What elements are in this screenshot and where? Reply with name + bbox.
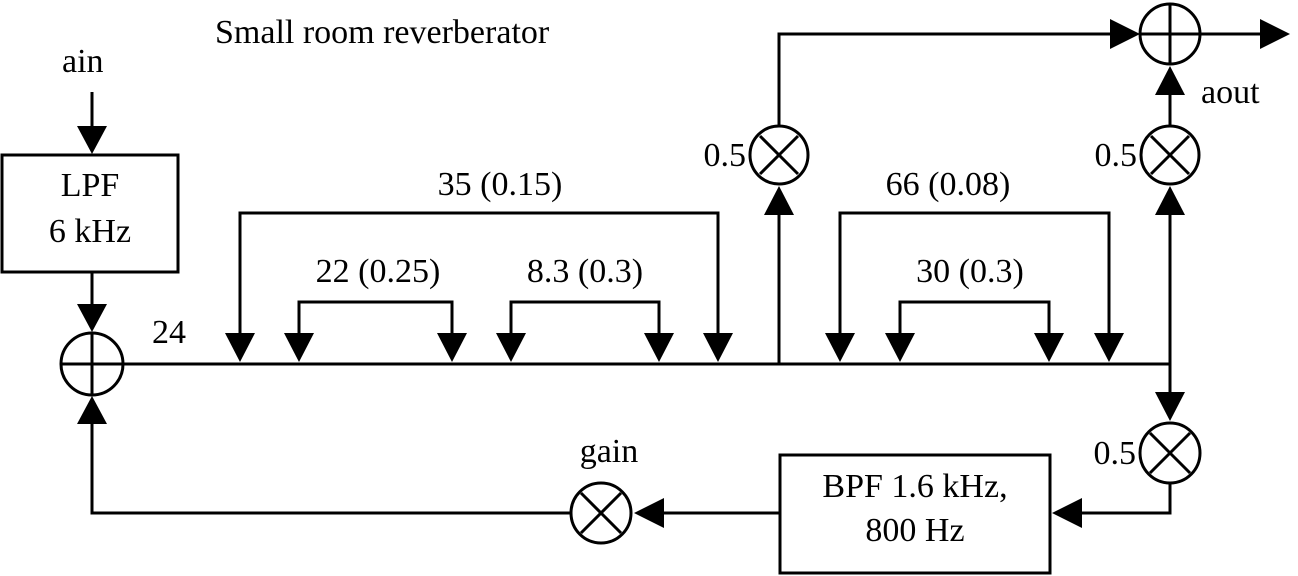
mult-to-bpf-wire bbox=[1078, 483, 1172, 515]
tap-inner-left-a-path bbox=[297, 300, 454, 336]
lpf-label-line1: LPF bbox=[61, 167, 120, 204]
input-arrow bbox=[77, 126, 107, 154]
gain-upper-right-label: 0.5 bbox=[1095, 137, 1138, 174]
tap-inner-right-path bbox=[898, 300, 1051, 336]
feedback-return-arrow bbox=[77, 396, 107, 424]
bpf-label-line2: 800 Hz bbox=[865, 512, 964, 549]
tap-outer-right-path bbox=[838, 211, 1111, 336]
tap-outer-right-arrow-a bbox=[825, 333, 855, 362]
output-label: aout bbox=[1201, 74, 1260, 111]
lpf-block bbox=[0, 153, 180, 274]
tap-inner-right-arrow-b bbox=[1034, 333, 1064, 362]
tap-inner-left-b-arrow-b bbox=[644, 333, 674, 362]
upper-right-to-output-arrow bbox=[1155, 66, 1185, 95]
tap-inner-left-a-arrow-a bbox=[284, 333, 314, 362]
diagram-title: Small room reverberator bbox=[215, 14, 550, 51]
tap-inner-left-a-arrow-b bbox=[437, 333, 467, 362]
gain-upper-left-label: 0.5 bbox=[704, 137, 747, 174]
mult-to-bpf-arrow bbox=[1052, 498, 1082, 528]
mult-lower-right-cross-b bbox=[1148, 431, 1192, 475]
gain-lower-right-label: 0.5 bbox=[1094, 435, 1137, 472]
delay-main-label: 24 bbox=[152, 314, 186, 351]
tap-inner-right-arrow-a bbox=[885, 333, 915, 362]
feedback-gain-label: gain bbox=[580, 433, 639, 470]
tap-outer-right-label: 66 (0.08) bbox=[886, 166, 1011, 203]
tap-outer-left-label: 35 (0.15) bbox=[438, 166, 563, 203]
output-arrow bbox=[1260, 19, 1290, 49]
upper-left-to-output-wire bbox=[777, 32, 1115, 126]
tap-inner-left-a-label: 22 (0.25) bbox=[316, 253, 441, 290]
mult-upper-right-cross-b bbox=[1149, 134, 1191, 176]
branch-down-arrow bbox=[1155, 392, 1185, 421]
tap-inner-right-label: 30 (0.3) bbox=[916, 253, 1024, 290]
input-label: ain bbox=[62, 43, 104, 80]
tap-inner-left-b-label: 8.3 (0.3) bbox=[527, 253, 643, 290]
tap-outer-left-arrow-b bbox=[703, 333, 733, 362]
bpf-block bbox=[778, 453, 1052, 575]
lpf-to-sum-arrow bbox=[77, 304, 107, 332]
branch-up-left-arrow bbox=[764, 186, 794, 215]
tap-inner-left-b-arrow-a bbox=[496, 333, 526, 362]
tap-outer-right-arrow-b bbox=[1094, 333, 1124, 362]
mult-feedback-cross-b bbox=[579, 491, 623, 535]
bpf-label-line1: BPF 1.6 kHz, bbox=[822, 468, 1007, 505]
bpf-to-gain-arrow bbox=[634, 498, 664, 528]
feedback-return-wire bbox=[90, 422, 571, 515]
branch-up-right-arrow bbox=[1155, 186, 1185, 215]
tap-outer-left-path bbox=[238, 211, 720, 336]
tap-inner-left-b-path bbox=[509, 300, 661, 336]
tap-outer-left-arrow-a bbox=[225, 333, 255, 362]
mult-upper-left-cross-b bbox=[758, 134, 800, 176]
upper-left-to-output-arrow bbox=[1110, 19, 1140, 49]
lpf-label-line2: 6 kHz bbox=[49, 213, 131, 250]
